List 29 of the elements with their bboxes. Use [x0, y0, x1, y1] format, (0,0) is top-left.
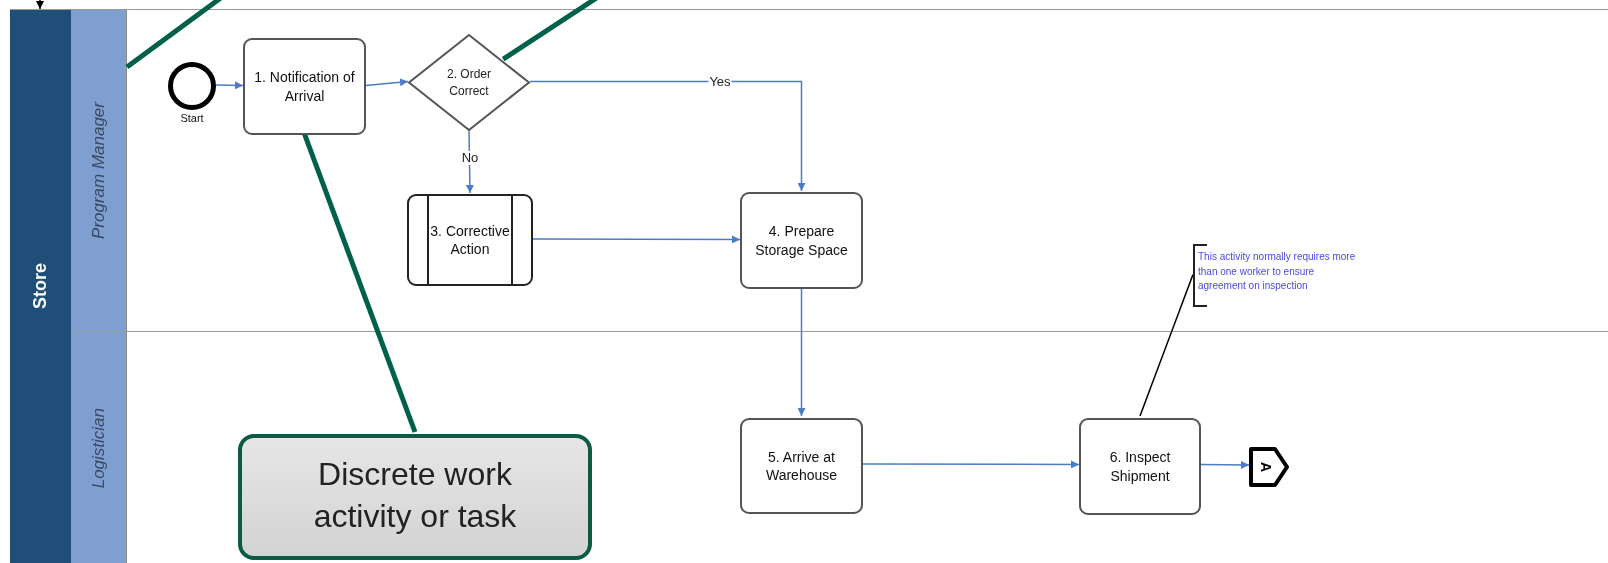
start-label: Start	[180, 112, 204, 124]
connector-line	[1139, 273, 1194, 417]
arrow	[797, 287, 806, 417]
arrow	[532, 235, 741, 244]
task-box: 6. Inspect Shipment	[1079, 418, 1201, 515]
arrow	[529, 80, 806, 192]
callout-box: Discrete work activity or task	[238, 434, 592, 560]
task-box: 1. Notification of Arrival	[243, 38, 366, 135]
arrow	[215, 81, 244, 90]
task-box: 4. Prepare Storage Space	[740, 192, 863, 289]
arrow	[862, 460, 1080, 469]
arrow	[365, 78, 409, 87]
leader-line	[302, 133, 418, 433]
task-box: 5. Arrive at Warehouse	[740, 418, 863, 514]
off-page-connector: A	[1249, 447, 1289, 487]
lane-header: Logistician	[71, 332, 127, 563]
leader-line	[501, 0, 600, 62]
annotation-text: This activity normally requires more than one worker to ensure agreement on inspection	[1198, 250, 1357, 293]
lane-header: Program Manager	[71, 10, 127, 331]
pool	[10, 9, 1608, 563]
swimlane	[71, 331, 1608, 563]
edge-label: Yes	[708, 74, 732, 89]
arrow	[1200, 460, 1250, 469]
pool-header: Store	[10, 10, 71, 563]
arrow	[36, 0, 44, 10]
decision-diamond: 2. Order Correct	[408, 34, 530, 131]
leader-line	[125, 0, 224, 69]
edge-label: No	[460, 150, 480, 166]
call-activity-box: 3. Corrective Action	[407, 194, 533, 286]
